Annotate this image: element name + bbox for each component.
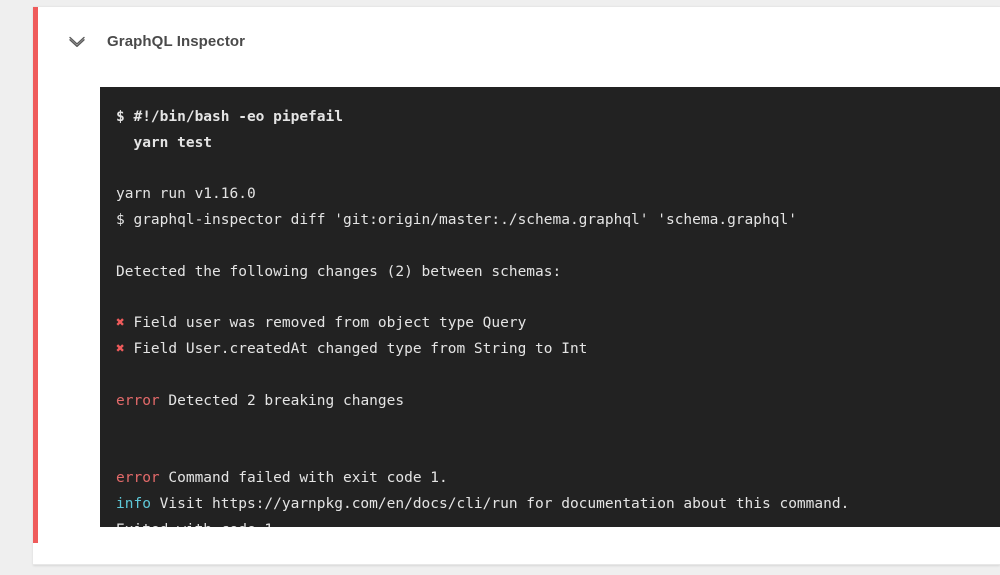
terminal-line (116, 363, 1000, 389)
terminal-token-default: $ graphql-inspector diff 'git:origin/mas… (116, 212, 797, 229)
terminal-token-default: Detected the following changes (2) betwe… (116, 263, 562, 280)
terminal-line: ✖ Field user was removed from object typ… (116, 311, 1000, 337)
status-bar-failed (33, 7, 38, 543)
terminal-line (116, 415, 1000, 441)
terminal-token-default: Detected 2 breaking changes (159, 392, 405, 409)
terminal-token-error: error (116, 392, 160, 409)
terminal-token-default: yarn run v1.16.0 (116, 186, 256, 203)
terminal-line: $ graphql-inspector diff 'git:origin/mas… (116, 208, 1000, 234)
terminal-line: yarn test (116, 131, 1000, 157)
terminal-token-default: Visit https://yarnpkg.com/en/docs/cli/ru… (150, 495, 850, 512)
terminal-output[interactable]: $ #!/bin/bash -eo pipefail yarn test yar… (100, 87, 1000, 527)
terminal-token-default: $ #!/bin/bash -eo pipefail (116, 109, 343, 125)
terminal-token-default: Exited with code 1 (116, 522, 273, 527)
terminal-line: Detected the following changes (2) betwe… (116, 260, 1000, 286)
build-step-card: GraphQL Inspector $ #!/bin/bash -eo pipe… (33, 6, 1000, 565)
terminal-line: $ #!/bin/bash -eo pipefail (116, 105, 1000, 131)
terminal-token-default: Command failed with exit code 1. (159, 470, 448, 487)
terminal-line (116, 157, 1000, 183)
step-header[interactable]: GraphQL Inspector (38, 7, 1000, 75)
terminal-line: error Command failed with exit code 1. (116, 466, 1000, 492)
terminal-line: ✖ Field User.createdAt changed type from… (116, 337, 1000, 363)
terminal-token-default: Field user was removed from object type … (124, 315, 527, 332)
terminal-line: Exited with code 1 (116, 518, 1000, 527)
terminal-line: error Detected 2 breaking changes (116, 389, 1000, 415)
terminal-token-default: yarn test (116, 134, 213, 151)
terminal-line (116, 440, 1000, 466)
terminal-line: yarn run v1.16.0 (116, 182, 1000, 208)
step-title: GraphQL Inspector (107, 32, 246, 50)
terminal-line (116, 286, 1000, 312)
terminal-line: info Visit https://yarnpkg.com/en/docs/c… (116, 492, 1000, 518)
terminal-token-default: Field User.createdAt changed type from S… (124, 341, 588, 358)
terminal-token-error: error (116, 470, 160, 487)
terminal-token-cross: ✖ (116, 341, 125, 358)
terminal-token-cross: ✖ (116, 315, 125, 332)
terminal-line (116, 234, 1000, 260)
terminal-token-info: info (116, 495, 151, 512)
chevron-down-icon[interactable] (66, 30, 88, 52)
